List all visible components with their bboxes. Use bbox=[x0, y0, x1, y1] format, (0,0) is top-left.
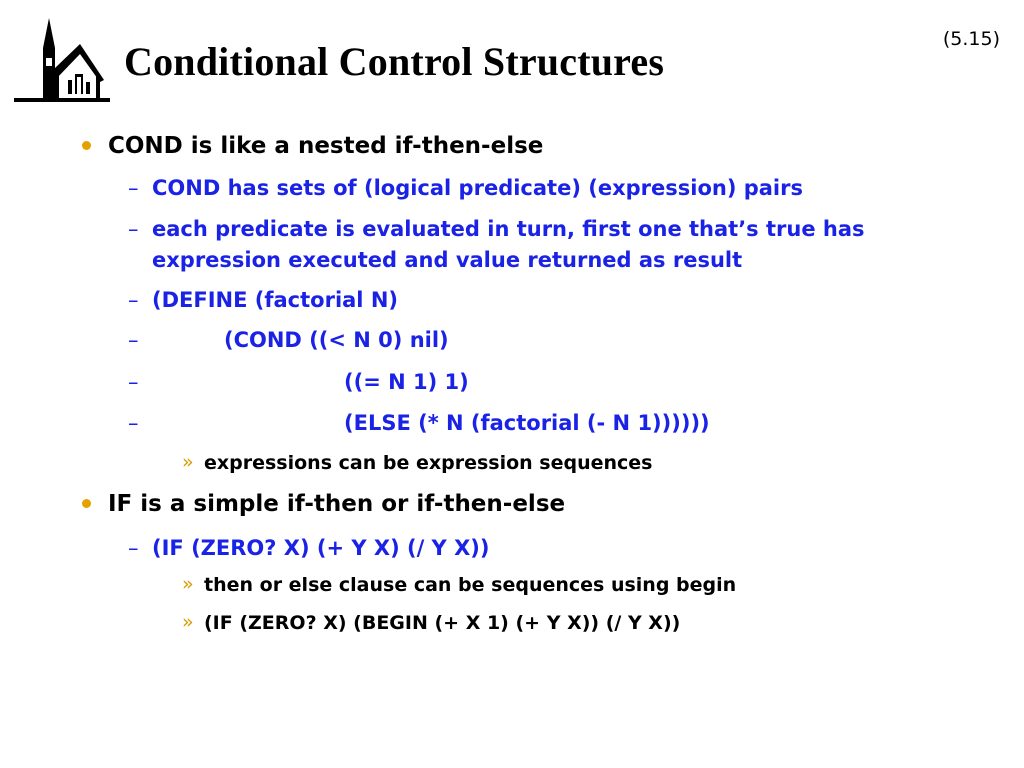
dash-marker: – bbox=[128, 411, 139, 435]
code-line: ((= N 1) 1) bbox=[344, 370, 469, 394]
dash-marker: – bbox=[128, 536, 139, 560]
sub-bullet-item: – (DEFINE (factorial N) bbox=[128, 288, 398, 312]
sub-sub-bullet-item: » (IF (ZERO? X) (BEGIN (+ X 1) (+ Y X)) … bbox=[182, 611, 681, 634]
code-line: (ELSE (* N (factorial (- N 1)))))) bbox=[344, 411, 710, 435]
chevron-marker: » bbox=[182, 573, 194, 595]
slide-title: Conditional Control Structures bbox=[124, 39, 665, 84]
code-line: (IF (ZERO? X) (+ Y X) (/ Y X)) bbox=[152, 536, 490, 560]
sub-sub-bullet-text: then or else clause can be sequences usi… bbox=[204, 574, 737, 596]
dash-marker: – bbox=[128, 217, 139, 241]
bullet-dot-icon bbox=[82, 499, 91, 508]
bullet-text: IF is a simple if-then or if-then-else bbox=[108, 491, 566, 517]
dash-marker: – bbox=[128, 370, 139, 394]
code-line: (IF (ZERO? X) (BEGIN (+ X 1) (+ Y X)) (/… bbox=[204, 612, 681, 634]
slide-number: (5.15) bbox=[942, 28, 1000, 50]
sub-bullet-item: – (IF (ZERO? X) (+ Y X) (/ Y X)) bbox=[128, 536, 490, 560]
code-line: (COND ((< N 0) nil) bbox=[224, 328, 449, 352]
church-logo-icon bbox=[14, 18, 110, 102]
bullet-item: IF is a simple if-then or if-then-else bbox=[82, 491, 566, 517]
dash-marker: – bbox=[128, 176, 139, 200]
chevron-marker: » bbox=[182, 611, 194, 633]
sub-bullet-text: each predicate is evaluated in turn, fir… bbox=[152, 217, 865, 272]
bullet-text: COND is like a nested if-then-else bbox=[108, 133, 544, 159]
bullet-dot-icon bbox=[82, 141, 91, 150]
sub-sub-bullet-item: » then or else clause can be sequences u… bbox=[182, 573, 737, 596]
dash-marker: – bbox=[128, 328, 139, 352]
sub-bullet-item: – COND has sets of (logical predicate) (… bbox=[128, 176, 803, 200]
sub-sub-bullet-text: expressions can be expression sequences bbox=[204, 452, 653, 474]
sub-bullet-item: – each predicate is evaluated in turn, f… bbox=[128, 214, 972, 276]
sub-bullet-item: – (ELSE (* N (factorial (- N 1)))))) bbox=[128, 411, 710, 435]
code-line: (DEFINE (factorial N) bbox=[152, 288, 398, 312]
sub-bullet-item: – ((= N 1) 1) bbox=[128, 370, 469, 394]
dash-marker: – bbox=[128, 288, 139, 312]
sub-bullet-item: – (COND ((< N 0) nil) bbox=[128, 328, 449, 352]
sub-sub-bullet-item: » expressions can be expression sequence… bbox=[182, 451, 653, 474]
bullet-item: COND is like a nested if-then-else bbox=[82, 133, 544, 159]
sub-bullet-text: COND has sets of (logical predicate) (ex… bbox=[152, 176, 803, 200]
chevron-marker: » bbox=[182, 451, 194, 473]
